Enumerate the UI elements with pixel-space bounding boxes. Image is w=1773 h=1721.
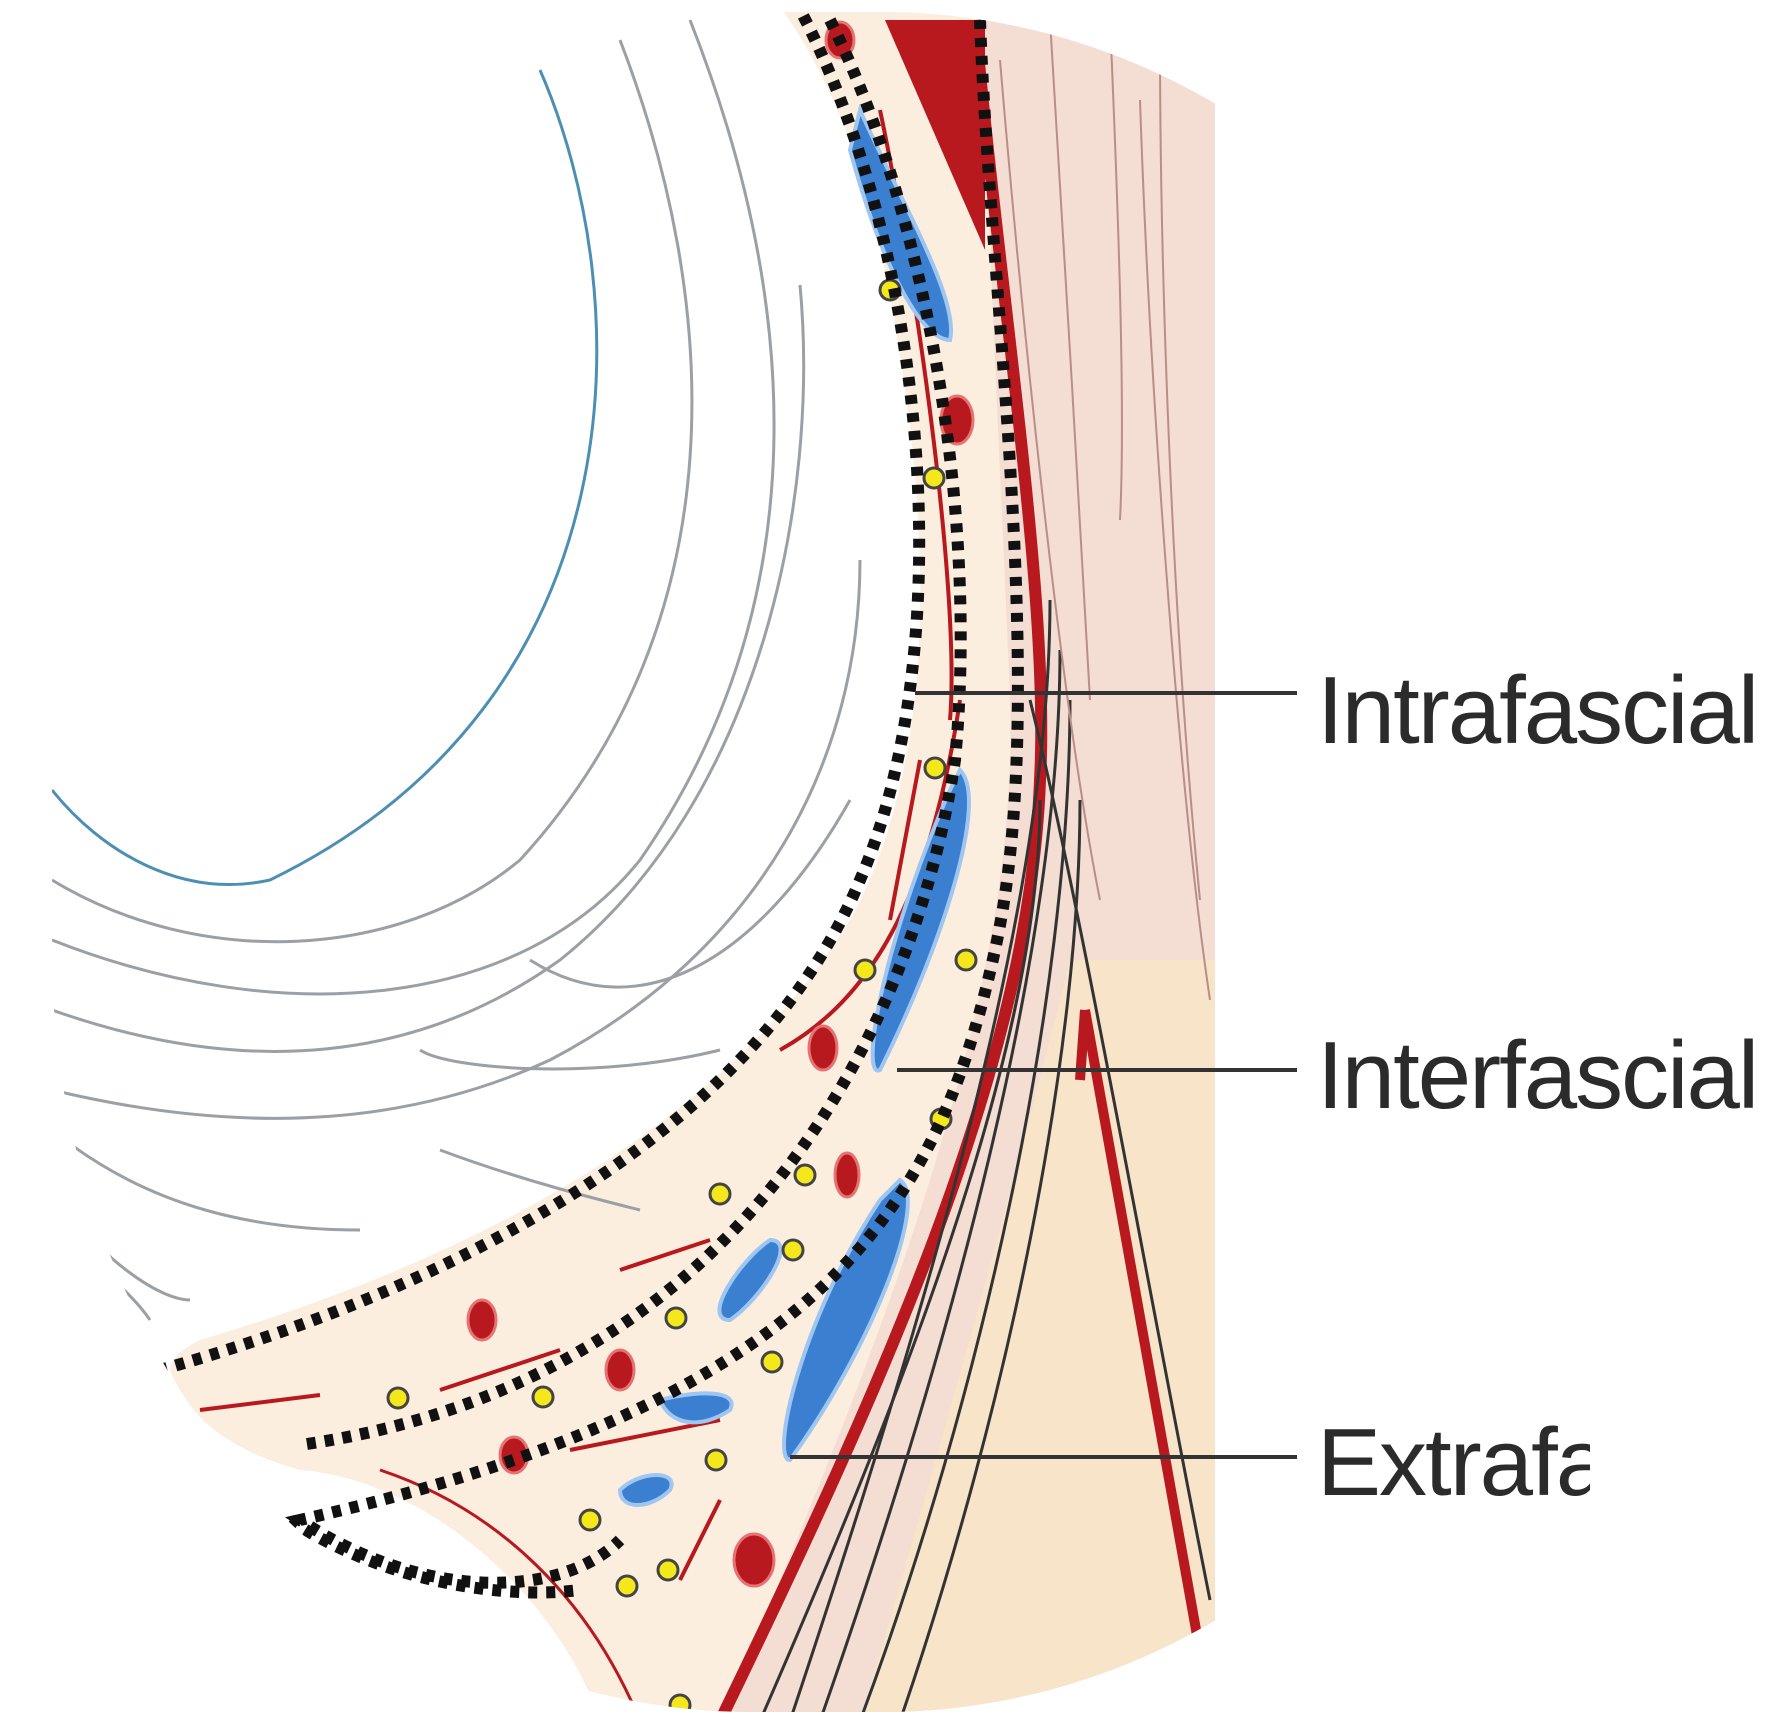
label-extrafascial: Extrafa (1317, 1409, 1610, 1516)
label-interfascial: Interfascial (1317, 1022, 1757, 1129)
illustration-group (52, 0, 1215, 1721)
label-group: Intrafascial Interfascial Extrafa (1317, 657, 1757, 1516)
label-intrafascial: Intrafascial (1317, 657, 1757, 764)
